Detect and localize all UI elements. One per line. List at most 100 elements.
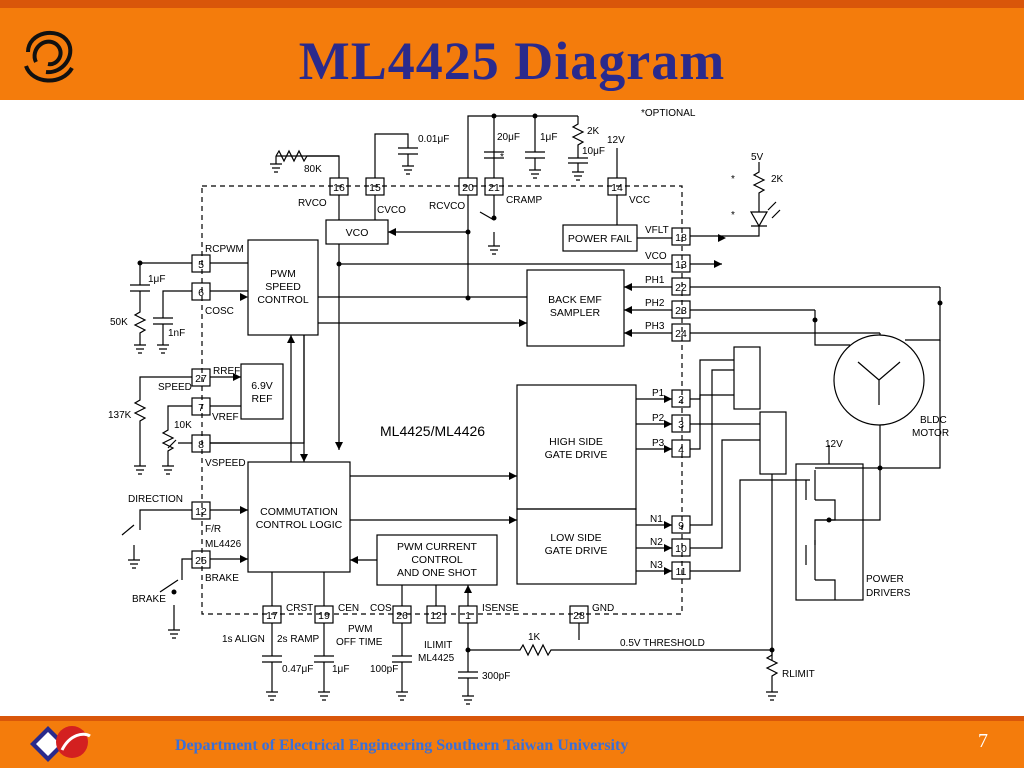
label-cen: CEN	[338, 603, 359, 614]
high-side-label-2: GATE DRIVE	[545, 449, 608, 461]
label-ilimit: ILIMIT	[424, 640, 452, 651]
label-n2: N2	[650, 537, 663, 548]
label-r80k: 80K	[304, 164, 322, 175]
back-emf-sampler-block	[526, 269, 625, 347]
label-off-time: OFF TIME	[336, 637, 383, 648]
footer-bar	[0, 716, 1024, 768]
label-vflt: VFLT	[645, 225, 669, 236]
pin-6: 6	[198, 287, 204, 299]
pin-9: 9	[678, 520, 684, 532]
pin-19: 19	[318, 610, 330, 622]
pin-14: 14	[611, 182, 623, 194]
label-brake-pin: BRAKE	[205, 573, 239, 584]
pin-5: 5	[198, 259, 204, 271]
label-p3: P3	[652, 438, 665, 449]
label-ph1: PH1	[645, 275, 665, 286]
label-n1: N1	[650, 514, 663, 525]
pin-13: 13	[675, 259, 687, 271]
low-side-label-2: GATE DRIVE	[545, 545, 608, 557]
pin-28: 28	[573, 610, 585, 622]
commutation-label-1: COMMUTATION	[260, 506, 338, 518]
commutation-control-logic-block	[247, 461, 351, 573]
label-c1n: 1nF	[168, 328, 185, 339]
pin-16: 16	[333, 182, 345, 194]
power-fail-label: POWER FAIL	[568, 233, 632, 245]
label-rref: RREF	[213, 366, 240, 377]
university-logo-icon	[24, 31, 74, 83]
chip-boundary	[201, 185, 683, 615]
label-c001: 0.01μF	[418, 134, 449, 145]
label-motor: MOTOR	[912, 428, 949, 439]
high-side-label-1: HIGH SIDE	[549, 436, 603, 448]
label-ph3: PH3	[645, 321, 665, 332]
pin-22: 22	[675, 282, 687, 294]
label-vco-out: VCO	[645, 251, 667, 262]
label-rcpwm: RCPWM	[205, 244, 244, 255]
pin-4: 4	[678, 444, 684, 456]
pin-7: 7	[198, 402, 204, 414]
pin-15: 15	[369, 182, 381, 194]
pin-26: 26	[396, 610, 408, 622]
label-power: POWER	[866, 574, 904, 585]
label-ml4426: ML4426	[205, 539, 242, 550]
pin-18: 18	[675, 232, 687, 244]
vco-label: VCO	[346, 227, 369, 239]
label-c1b: 1μF	[148, 274, 165, 285]
diagram-area: PWM SPEED CONTROL VCO POWER FAIL BACK EM…	[92, 100, 972, 716]
low-side-label-1: LOW SIDE	[550, 532, 601, 544]
label-ramp: 2s RAMP	[277, 634, 320, 645]
commutation-label-2: CONTROL LOGIC	[256, 519, 343, 531]
pwm-speed-label-2: SPEED	[265, 281, 301, 293]
footer-bar-strip	[0, 716, 1024, 721]
label-fr: F/R	[205, 524, 221, 535]
label-p1: P1	[652, 388, 665, 399]
page-number: 7	[978, 730, 988, 752]
label-c300p: 300pF	[482, 671, 510, 682]
pin-10: 10	[675, 543, 687, 555]
low-side-gate-drive-block	[516, 508, 637, 585]
label-star-1: *	[731, 174, 735, 185]
label-r10k: 10K	[174, 420, 192, 431]
label-r2k-led: 2K	[771, 174, 784, 185]
pin-12-bottom: 12	[430, 610, 442, 622]
label-speed: SPEED	[158, 382, 192, 393]
page-title: ML4425 Diagram	[298, 31, 726, 91]
ref-label-2: REF	[252, 393, 273, 405]
pin-27: 27	[195, 373, 207, 385]
label-c047: 0.47μF	[282, 664, 313, 675]
label-ml4425: ML4425	[418, 653, 455, 664]
pin-2: 2	[678, 394, 684, 406]
label-star-3: *	[500, 152, 504, 163]
label-vref: VREF	[212, 412, 239, 423]
label-r50k: 50K	[110, 317, 128, 328]
label-cosc: COSC	[205, 306, 234, 317]
pin-24: 24	[675, 328, 687, 340]
pwm-speed-control-block	[247, 239, 319, 336]
chip-label: ML4425/ML4426	[380, 423, 485, 439]
label-v5: 5V	[751, 152, 764, 163]
ref-block	[240, 363, 284, 420]
pwm-current-label-2: CONTROL	[411, 554, 462, 566]
label-threshold: 0.5V THRESHOLD	[620, 638, 705, 649]
label-cramp: CRAMP	[506, 195, 542, 206]
label-r1k: 1K	[528, 632, 541, 643]
label-ph2: PH2	[645, 298, 665, 309]
ref-label-1: 6.9V	[251, 380, 273, 392]
label-vcc: VCC	[629, 195, 650, 206]
label-star-2: *	[731, 210, 735, 221]
label-cos: COS	[370, 603, 392, 614]
department-logo-icon	[30, 726, 91, 762]
pwm-speed-label-3: CONTROL	[257, 294, 308, 306]
label-r2k: 2K	[587, 126, 600, 137]
label-v12: 12V	[607, 135, 625, 146]
label-c1c: 1μF	[332, 664, 349, 675]
label-crst: CRST	[286, 603, 313, 614]
pin-21: 21	[488, 182, 500, 194]
label-isense: ISENSE	[482, 603, 519, 614]
pin-23: 23	[675, 305, 687, 317]
pin-20: 20	[462, 182, 474, 194]
ml4425-block-diagram: PWM SPEED CONTROL VCO POWER FAIL BACK EM…	[108, 108, 949, 705]
label-brake-switch: BRAKE	[132, 594, 166, 605]
pin-11: 11	[676, 566, 687, 578]
label-align: 1s ALIGN	[222, 634, 265, 645]
